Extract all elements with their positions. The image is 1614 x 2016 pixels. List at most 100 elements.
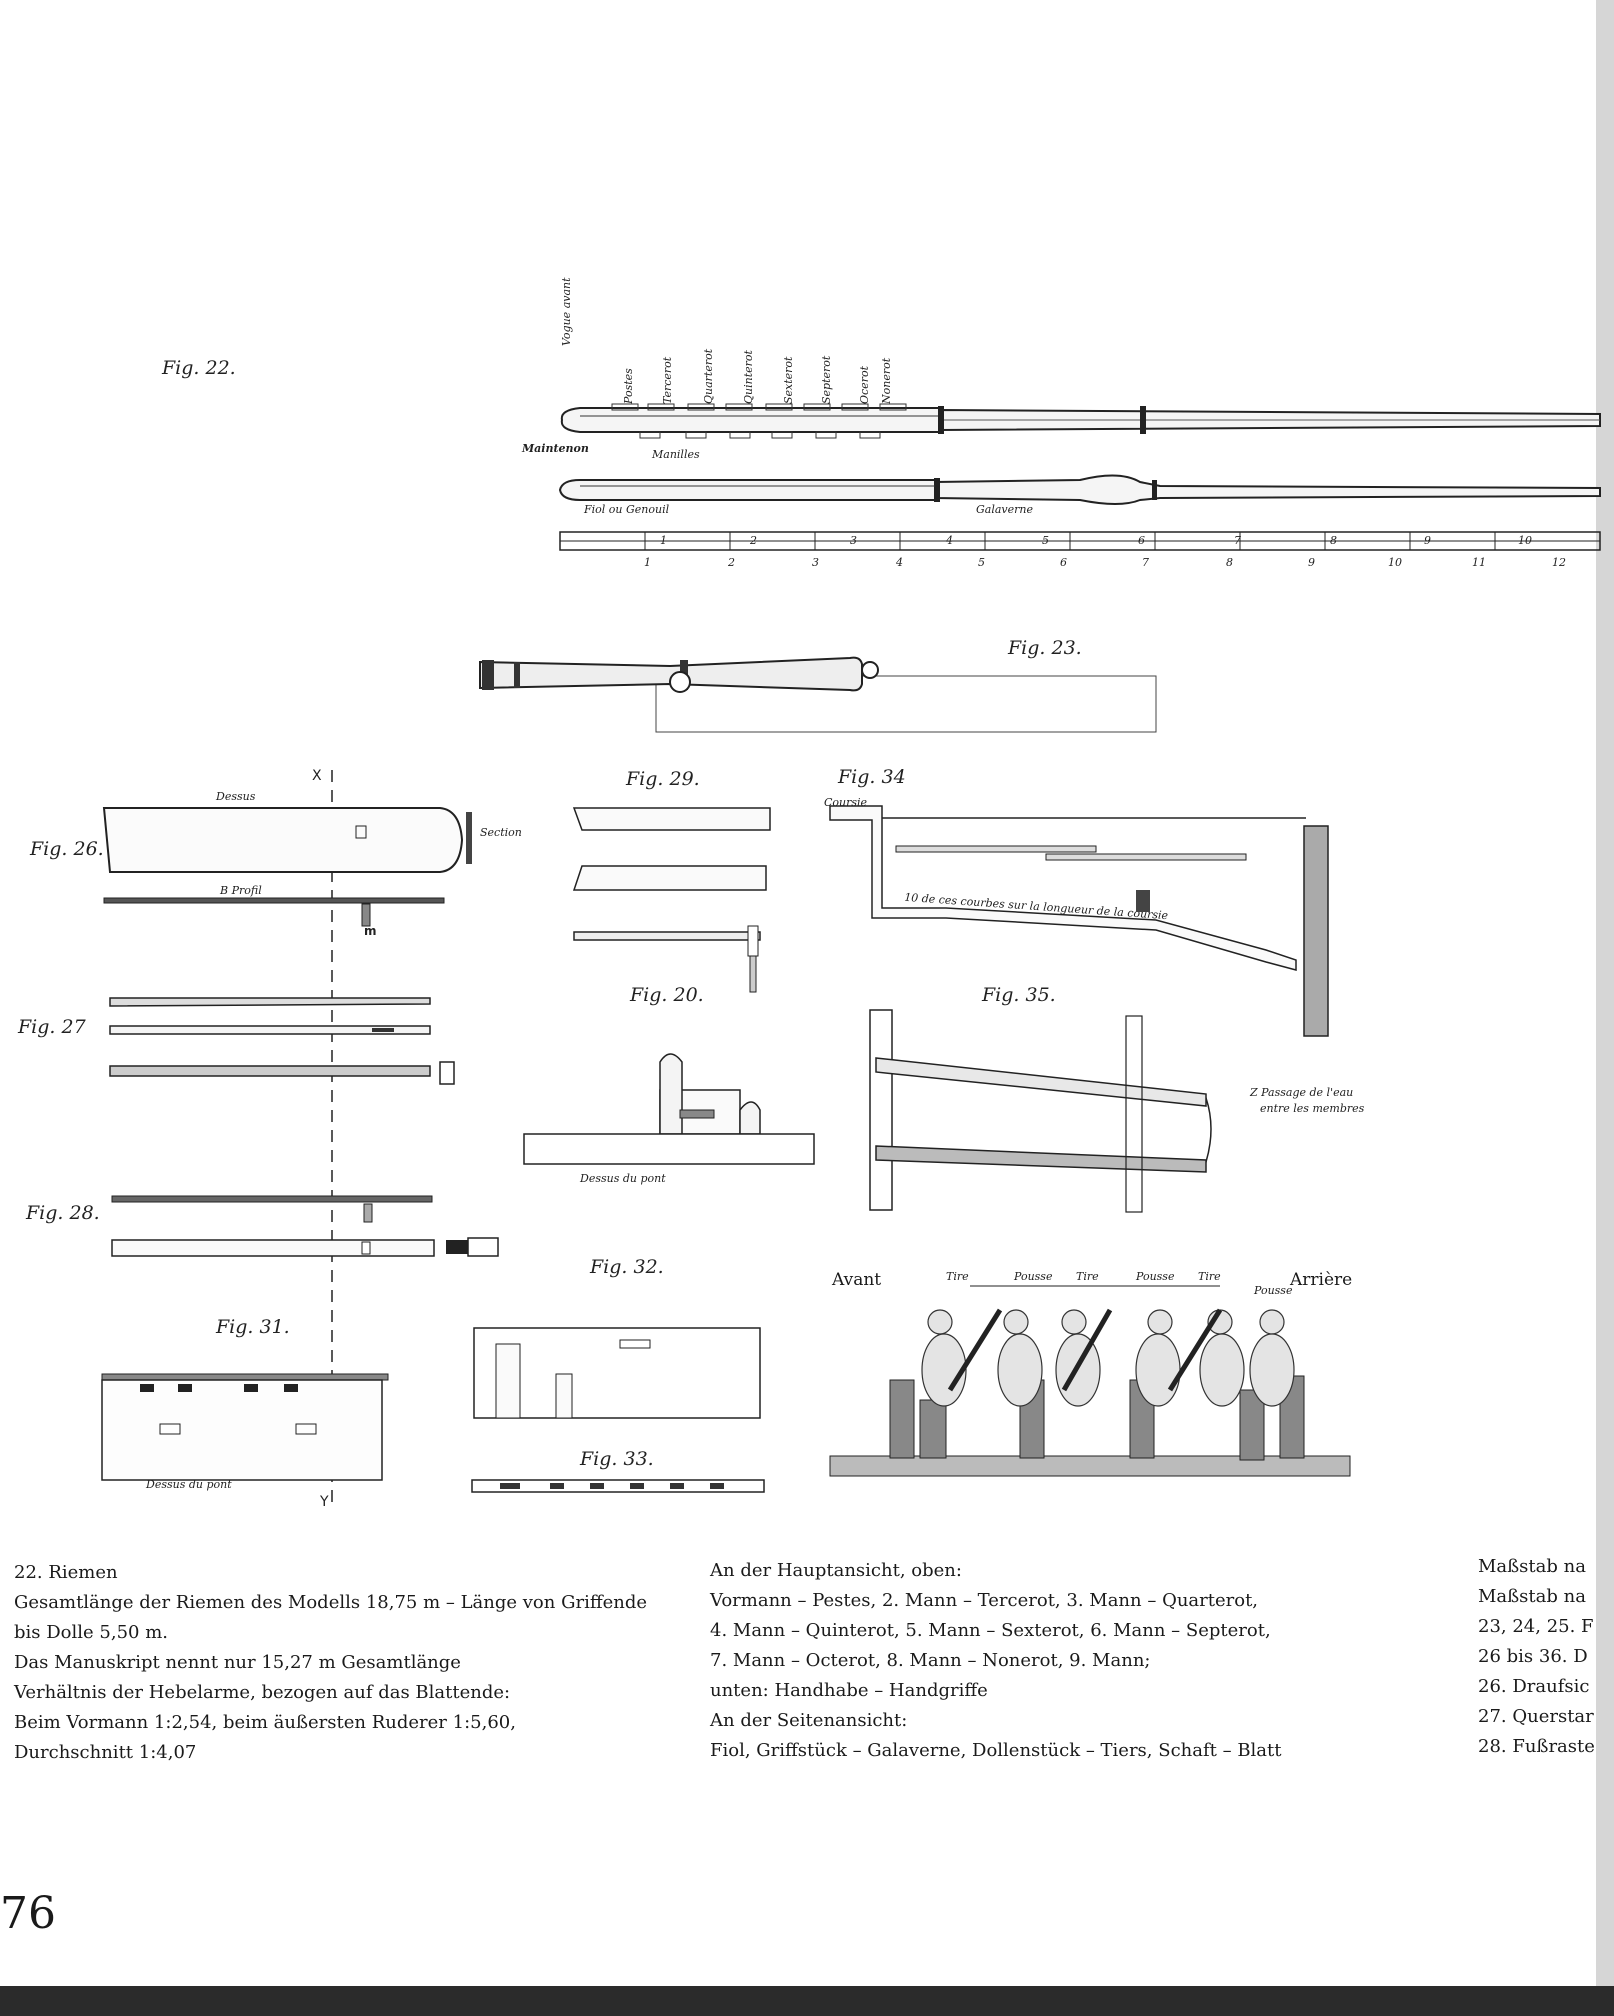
fig34-drawing xyxy=(829,805,1329,1037)
page-number: 76 xyxy=(0,1888,56,1939)
scale-number: 7 xyxy=(1142,556,1149,569)
fig29-label: Fig. 29. xyxy=(626,768,700,790)
caption-line: 28. Fußraste xyxy=(1478,1736,1595,1757)
caption-line: 26. Draufsic xyxy=(1478,1676,1590,1697)
caption-line: Maßstab na xyxy=(1478,1586,1586,1607)
caption-line: Fiol, Griffstück – Galaverne, Dollenstüc… xyxy=(710,1740,1282,1761)
scale-number: 5 xyxy=(1042,534,1049,547)
scale-number: 1 xyxy=(644,556,651,569)
station-label: Vogue avant xyxy=(560,277,573,346)
caption-line: 26 bis 36. D xyxy=(1478,1646,1588,1667)
scale-number: 9 xyxy=(1308,556,1315,569)
rowers-drawing xyxy=(829,1285,1351,1477)
fig29-drawing xyxy=(572,807,771,993)
scale-number: 2 xyxy=(728,556,735,569)
fig33-label: Fig. 33. xyxy=(580,1448,654,1470)
caption-line: 7. Mann – Octerot, 8. Mann – Nonerot, 9.… xyxy=(710,1650,1151,1671)
fig26-label: Fig. 26. xyxy=(30,838,104,860)
fig22-label: Fig. 22. xyxy=(162,357,236,379)
caption-line: An der Seitenansicht: xyxy=(710,1710,908,1731)
scale-number: 1 xyxy=(660,534,667,547)
station-label: Postes xyxy=(622,368,635,404)
fig28-label: Fig. 28. xyxy=(26,1202,100,1224)
fig26-m: m xyxy=(364,924,377,938)
fig22-maintenon: Maintenon xyxy=(522,442,589,455)
caption-line: Beim Vormann 1:2,54, beim äußersten Rude… xyxy=(14,1712,516,1733)
station-label: Quarterot xyxy=(702,348,715,404)
fig26-profil: B Profil xyxy=(220,884,262,897)
fig26-section: Section xyxy=(480,826,522,839)
caption-line: Gesamtlänge der Riemen des Modells 18,75… xyxy=(14,1592,648,1613)
caption-line: Das Manuskript nennt nur 15,27 m Gesamtl… xyxy=(14,1652,461,1673)
fig20-label: Fig. 20. xyxy=(630,984,704,1006)
fig23-cannon-drawing xyxy=(479,656,1157,733)
scan-bottom-edge xyxy=(0,1986,1614,2016)
caption-left-column: 22. Riemen Gesamtlänge der Riemen des Mo… xyxy=(14,1558,647,1768)
rowers-tire-label: Tire xyxy=(1076,1270,1099,1283)
caption-line: 27. Querstar xyxy=(1478,1706,1594,1727)
station-label: Nonerot xyxy=(880,357,893,404)
station-label: Sexterot xyxy=(782,356,795,404)
fig31-y-label: Y xyxy=(320,1494,329,1510)
fig26-drawing xyxy=(102,807,472,927)
fig31-label: Fig. 31. xyxy=(216,1316,290,1338)
scale-number: 6 xyxy=(1138,534,1145,547)
rowers-arriere-label: Arrière xyxy=(1290,1270,1353,1290)
fig22-oar-drawing xyxy=(558,403,1601,551)
fig33-drawing xyxy=(471,1479,765,1493)
caption-line: unten: Handhabe – Handgriffe xyxy=(710,1680,988,1701)
rowers-pousse-label: Pousse xyxy=(1136,1270,1175,1283)
fig20-dessus: Dessus du pont xyxy=(580,1172,666,1185)
scale-number: 9 xyxy=(1424,534,1431,547)
scale-number: 10 xyxy=(1388,556,1402,569)
caption-line: 4. Mann – Quinterot, 5. Mann – Sexterot,… xyxy=(710,1620,1271,1641)
scale-number: 2 xyxy=(750,534,757,547)
scale-number: 6 xyxy=(1060,556,1067,569)
station-label: Septerot xyxy=(820,355,833,404)
fig26-x-label: X xyxy=(312,768,322,784)
caption-line: An der Hauptansicht, oben: xyxy=(710,1560,962,1581)
scale-number: 4 xyxy=(896,556,903,569)
fig28-drawing xyxy=(111,1195,499,1257)
xy-centerline xyxy=(331,770,333,1510)
fig32-drawing xyxy=(473,1327,761,1419)
caption-line: Maßstab na xyxy=(1478,1556,1586,1577)
fig22-manilles: Manilles xyxy=(652,448,700,461)
fig31-dessus: Dessus du pont xyxy=(146,1478,232,1491)
caption-line: 23, 24, 25. F xyxy=(1478,1616,1594,1637)
fig26-dessus: Dessus xyxy=(216,790,256,803)
rowers-tire-label: Tire xyxy=(1198,1270,1221,1283)
station-label: Ocerot xyxy=(858,366,871,404)
caption-line: 22. Riemen xyxy=(14,1562,118,1583)
fig27-drawing xyxy=(109,997,455,1085)
rowers-avant-label: Avant xyxy=(832,1270,882,1290)
fig35-drawing xyxy=(869,1009,1212,1213)
station-label: Tercerot xyxy=(661,356,674,404)
scale-number: 10 xyxy=(1518,534,1532,547)
scale-number: 5 xyxy=(978,556,985,569)
fig35-z-note-1: Z Passage de l'eau xyxy=(1250,1086,1354,1099)
scale-number: 3 xyxy=(850,534,857,547)
scale-number: 7 xyxy=(1234,534,1241,547)
rowers-pousse-label: Pousse xyxy=(1014,1270,1053,1283)
fig32-label: Fig. 32. xyxy=(590,1256,664,1278)
scale-number: 4 xyxy=(946,534,953,547)
caption-line: bis Dolle 5,50 m. xyxy=(14,1622,168,1643)
fig31-drawing xyxy=(101,1373,389,1481)
scale-number: 8 xyxy=(1330,534,1337,547)
fig35-label: Fig. 35. xyxy=(982,984,1056,1006)
caption-line: Vormann – Pestes, 2. Mann – Tercerot, 3.… xyxy=(710,1590,1259,1611)
scale-number: 12 xyxy=(1552,556,1566,569)
page-crop-edge xyxy=(1596,0,1614,1986)
caption-line: Verhältnis der Hebelarme, bezogen auf da… xyxy=(14,1682,511,1703)
fig22-galaverne: Galaverne xyxy=(976,503,1033,516)
rowers-pousse-label: Pousse xyxy=(1254,1284,1293,1297)
fig23-label: Fig. 23. xyxy=(1008,637,1082,659)
fig35-z-note-2: entre les membres xyxy=(1260,1102,1365,1115)
station-label: Quinterot xyxy=(742,350,755,404)
caption-middle-column: An der Hauptansicht, oben: Vormann – Pes… xyxy=(710,1556,1282,1766)
fig34-label: Fig. 34 xyxy=(838,766,906,788)
fig27-label: Fig. 27 xyxy=(18,1016,86,1038)
fig22-fiol: Fiol ou Genouil xyxy=(584,503,670,516)
rowers-tire-label: Tire xyxy=(946,1270,969,1283)
